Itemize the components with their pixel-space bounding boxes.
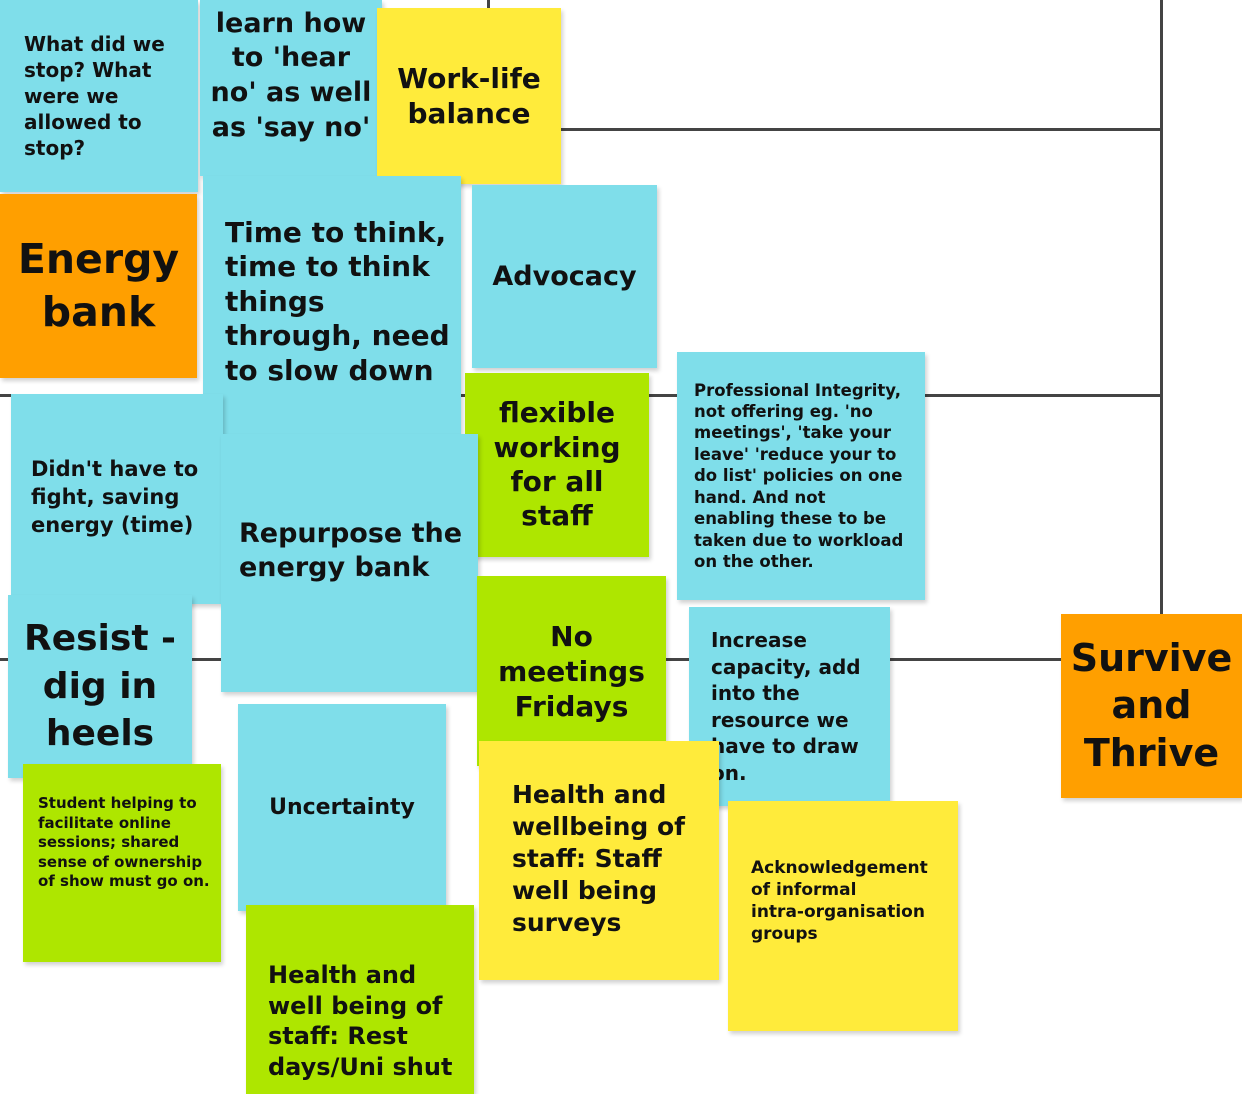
- sticky-note[interactable]: Work-life balance: [377, 8, 561, 184]
- sticky-note-text: Resist - dig in heels: [23, 618, 176, 755]
- sticky-note[interactable]: Resist - dig in heels: [8, 595, 192, 778]
- sticky-note-text: Didn't have to fight, saving energy (tim…: [31, 457, 199, 537]
- sticky-note-text: Professional Integrity, not offering eg.…: [694, 380, 904, 572]
- sticky-note[interactable]: Time to think, time to think things thro…: [203, 176, 461, 434]
- sticky-note-text: Survive and Thrive: [1070, 635, 1233, 775]
- sticky-note-text: Uncertainty: [269, 795, 415, 820]
- sticky-note-text: Advocacy: [492, 260, 637, 292]
- sticky-note[interactable]: Student helping to facilitate online ses…: [23, 764, 221, 962]
- sticky-note-text: Time to think, time to think things thro…: [225, 216, 450, 387]
- sticky-note[interactable]: Acknowledgement of informal intra-organi…: [728, 801, 958, 1031]
- sticky-note[interactable]: Professional Integrity, not offering eg.…: [677, 352, 925, 600]
- sticky-note[interactable]: What did we stop? What were we allowed t…: [0, 0, 198, 192]
- sticky-note[interactable]: Advocacy: [472, 185, 657, 368]
- sticky-note[interactable]: Increase capacity, add into the resource…: [689, 607, 890, 806]
- sticky-note-text: Student helping to facilitate online ses…: [38, 794, 210, 891]
- grid-line: [555, 128, 1163, 131]
- sticky-note-text: Health and wellbeing of staff: Staff wel…: [512, 780, 686, 937]
- sticky-note-text: Work-life balance: [397, 62, 541, 130]
- sticky-note[interactable]: Health and well being of staff: Rest day…: [246, 905, 474, 1094]
- sticky-note-text: Acknowledgement of informal intra-organi…: [751, 857, 928, 945]
- sticky-note-text: learn how to 'hear no' as well as 'say n…: [210, 7, 372, 143]
- sticky-note-text: flexible working for all staff: [493, 396, 621, 533]
- grid-line: [1160, 0, 1163, 615]
- sticky-note-text: Increase capacity, add into the resource…: [711, 628, 861, 785]
- sticky-note-text: Energy bank: [17, 234, 180, 336]
- sticky-note[interactable]: Health and wellbeing of staff: Staff wel…: [479, 741, 719, 980]
- sticky-note[interactable]: flexible working for all staff: [465, 373, 649, 557]
- sticky-note[interactable]: Survive and Thrive: [1061, 614, 1242, 798]
- sticky-note[interactable]: Repurpose the energy bank: [221, 434, 478, 692]
- sticky-note-text: What did we stop? What were we allowed t…: [24, 32, 165, 160]
- sticky-note[interactable]: Didn't have to fight, saving energy (tim…: [11, 394, 223, 604]
- sticky-note-text: No meetings Fridays: [498, 619, 645, 723]
- sticky-note[interactable]: learn how to 'hear no' as well as 'say n…: [200, 0, 382, 176]
- sticky-note[interactable]: Uncertainty: [238, 704, 446, 911]
- sticky-note-text: Repurpose the energy bank: [239, 518, 463, 583]
- sticky-note[interactable]: No meetings Fridays: [477, 576, 666, 766]
- sticky-note-text: Health and well being of staff: Rest day…: [268, 961, 453, 1081]
- sticky-note[interactable]: Energy bank: [0, 194, 197, 378]
